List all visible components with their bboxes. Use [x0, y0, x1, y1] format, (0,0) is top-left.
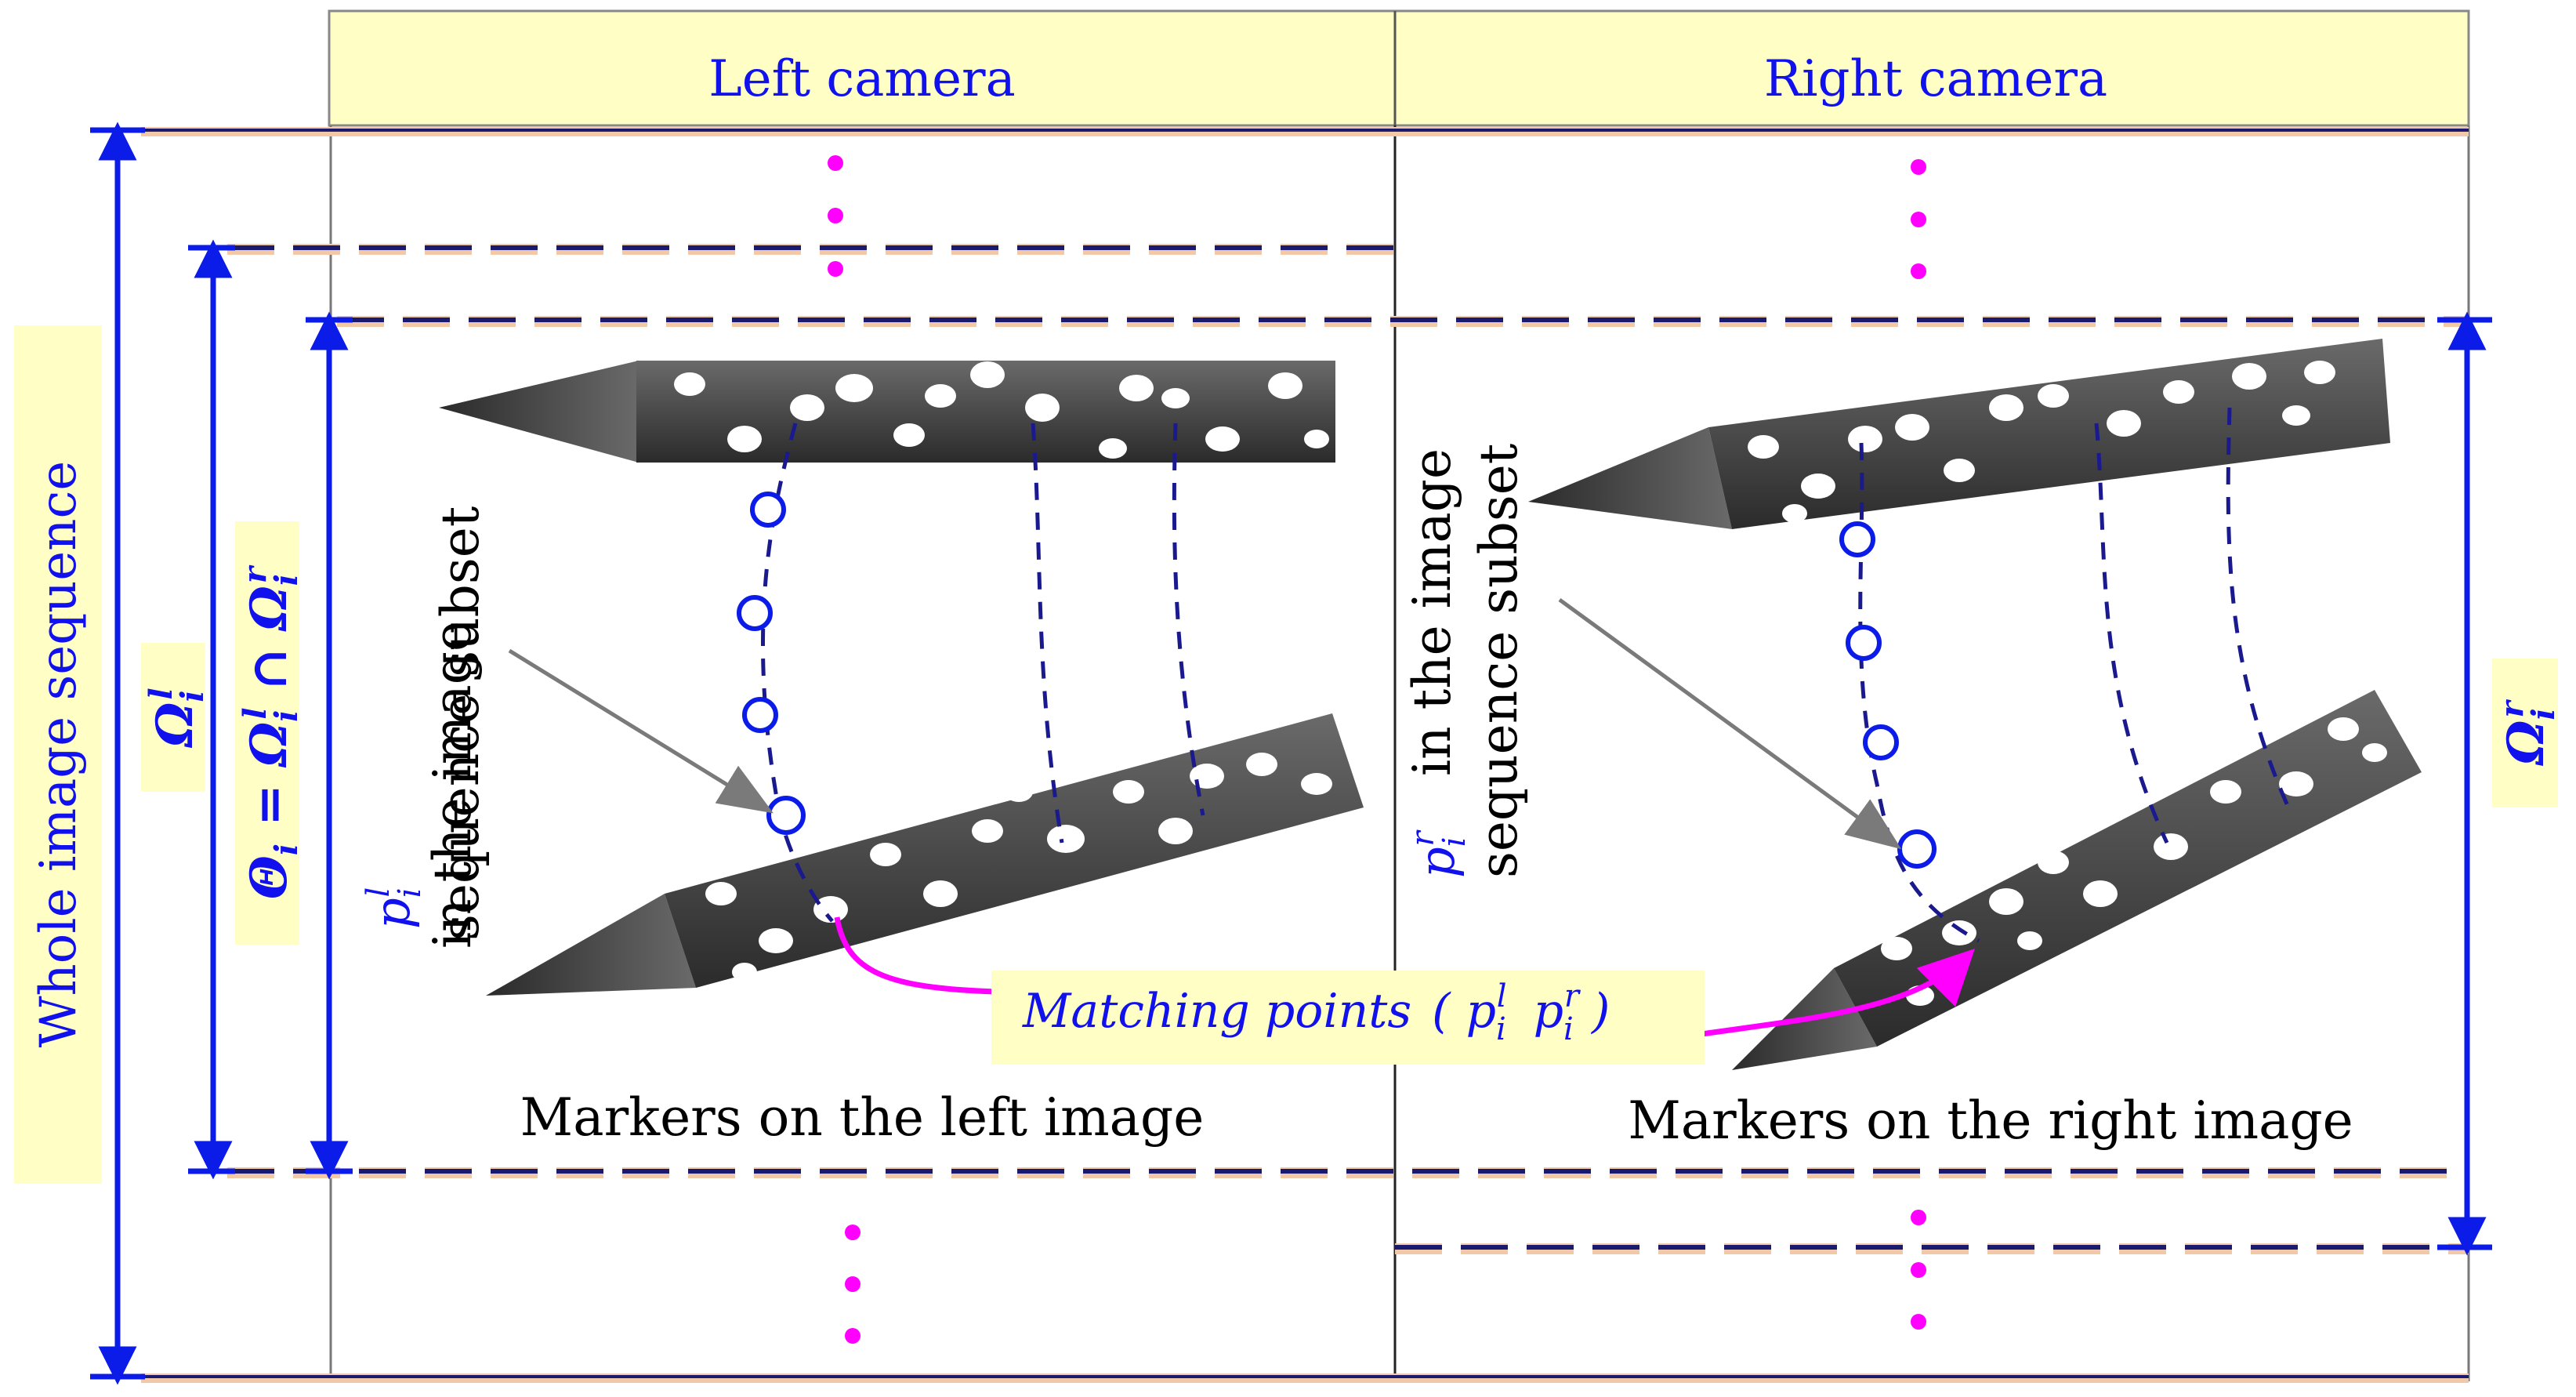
pointer-arrows: [508, 597, 1902, 850]
right-bottom-probe-markers: [1881, 717, 2387, 1006]
omega-left-label-bg: [141, 643, 205, 792]
left-subset-text-line2: sequence subset: [430, 506, 491, 941]
theta-expression: Θi = Ωil ∩ Ωir: [237, 564, 305, 899]
omega-right-label-bg: [2492, 659, 2558, 807]
ellipsis-marks: [828, 155, 1926, 1344]
matching-right-connector: [1696, 949, 1975, 1038]
left-tracked-point-4: [766, 796, 806, 835]
left-tracked-point-1: [750, 492, 786, 528]
left-top-ellipsis: [828, 155, 843, 277]
left-bottom-probe-markers: [705, 753, 1332, 982]
right-point-label: in the image sequence subset pir: [1402, 444, 1529, 878]
left-bottom-probe-tip: [486, 894, 696, 996]
left-tracked-point-3: [742, 697, 778, 733]
omega-left-symbol: Ωil: [143, 688, 211, 748]
left-top-probe-tip: [439, 361, 639, 463]
right-top-ellipsis: [1911, 159, 1926, 279]
theta-label: Θi = Ωil ∩ Ωir: [235, 521, 305, 945]
left-camera-header: Left camera: [708, 50, 1015, 108]
header-background: [328, 9, 2470, 127]
right-top-probe: [1528, 339, 2390, 529]
right-bottom-probe: [1732, 690, 2422, 1070]
tracked-points: [737, 492, 1937, 869]
omega-right-symbol: Ωir: [2494, 698, 2562, 766]
right-camera-header: Right camera: [1764, 50, 2107, 108]
whole-sequence-text: Whole image sequence: [30, 461, 88, 1047]
left-top-probe: [439, 361, 1335, 463]
theta-bottom-dash: [227, 1167, 2469, 1178]
left-trajectory-2: [1031, 423, 1064, 844]
right-point-symbol: pir: [1405, 829, 1473, 879]
right-tracked-point-1: [1839, 521, 1875, 557]
right-subset-text: in the image: [1402, 448, 1462, 776]
right-subset-text-line2: sequence subset: [1469, 444, 1529, 878]
right-tracked-point-3: [1863, 724, 1899, 760]
right-bottom-probe-shaft: [1834, 690, 2422, 1047]
theta-top-dash: [337, 316, 2469, 327]
omega-right-bottom-dash: [1395, 1243, 2469, 1254]
left-tracked-point-2: [737, 595, 773, 631]
right-pointer-arrow: [1558, 597, 1902, 850]
left-subset-text: in the image: [422, 621, 483, 949]
left-trajectory-3: [1172, 423, 1205, 816]
right-image-caption: Markers on the right image: [1628, 1090, 2353, 1151]
omega-left-label: Ωil: [141, 643, 211, 792]
left-top-probe-markers: [674, 361, 1329, 459]
right-trajectory-2: [2094, 423, 2169, 844]
right-tracked-point-2: [1846, 625, 1882, 661]
right-bottom-ellipsis: [1911, 1210, 1926, 1330]
omega-left-top-dash: [227, 244, 1395, 255]
matching-left-connector: [834, 916, 996, 995]
omega-right-label: Ωir: [2492, 659, 2562, 807]
frame: [141, 125, 2470, 1383]
right-top-probe-markers: [1748, 361, 2335, 523]
left-bottom-ellipsis: [845, 1225, 860, 1344]
header-band: Left camera Right camera: [328, 9, 2470, 127]
dashed-boundaries: [227, 244, 2469, 1254]
matching-label-bg: [991, 971, 1705, 1065]
whole-sequence-label-bg: [14, 325, 102, 1184]
left-point-symbol: pil: [360, 887, 428, 929]
right-top-probe-shaft: [1708, 339, 2390, 529]
left-bottom-probe: [486, 713, 1364, 996]
right-tracked-point-4: [1897, 829, 1937, 869]
range-arrows: [90, 122, 2492, 1385]
left-point-label: in the image sequence subset pil: [360, 506, 491, 949]
right-top-probe-tip: [1528, 427, 1732, 529]
left-image-caption: Markers on the left image: [520, 1087, 1205, 1148]
theta-label-bg: [235, 521, 299, 945]
whole-sequence-label: Whole image sequence: [14, 325, 102, 1184]
left-pointer-arrow: [508, 648, 774, 814]
